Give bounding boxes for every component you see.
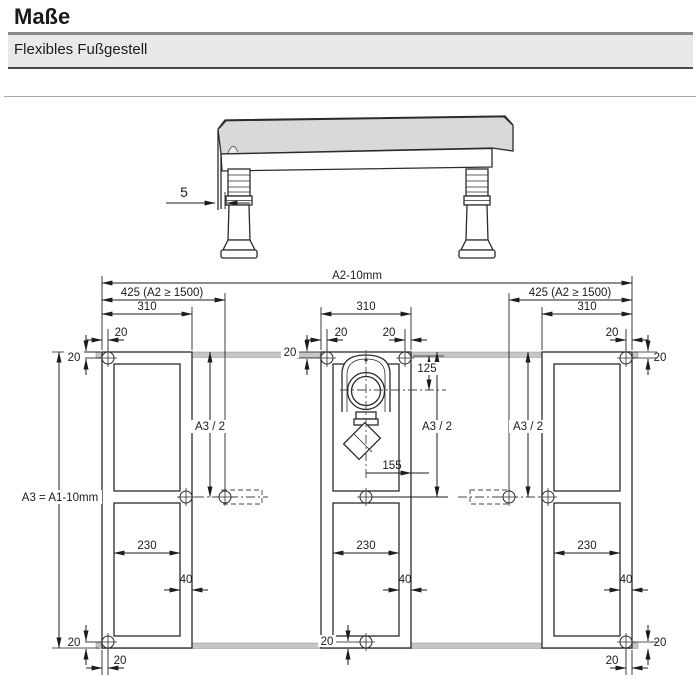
extension-lines [52, 276, 657, 675]
mounting-hole [396, 349, 414, 367]
plan-view-drawing: A2-10mm 425 (A2 ≥ 1500) 425 (A2 ≥ 1500) … [18, 270, 666, 675]
mounting-hole [177, 488, 195, 506]
page-title: Maße [14, 4, 71, 29]
dim-edge-offset-label: 20 [654, 637, 667, 649]
mounting-hole [357, 488, 375, 506]
mounting-hole [318, 349, 336, 367]
alt-position-box-right [469, 489, 511, 505]
dim-frame-width-middle-label: 310 [356, 301, 375, 313]
mounting-hole [539, 488, 557, 506]
section-divider [8, 67, 693, 69]
mounting-hole [357, 633, 375, 651]
dim-foot-offset-right-label: 425 (A2 ≥ 1500) [529, 287, 612, 299]
mounting-hole [617, 633, 635, 651]
dim-half-depth-label: A3 / 2 [195, 421, 225, 433]
dim-edge-offset-label: 20 [68, 637, 81, 649]
foot-frame-left [101, 351, 193, 649]
dimension-labels: A2-10mm 425 (A2 ≥ 1500) 425 (A2 ≥ 1500) … [18, 270, 666, 667]
dim-overall-depth-label: A3 = A1-10mm [22, 492, 98, 504]
mounting-hole [500, 488, 518, 506]
mounting-hole [99, 349, 117, 367]
mounting-hole [617, 349, 635, 367]
adjustable-foot-left [220, 168, 258, 259]
dim-window-width-label: 230 [356, 540, 375, 552]
dim-profile-width-label: 40 [399, 574, 412, 586]
section-subtitle: Flexibles Fußgestell [14, 41, 148, 58]
mounting-holes [99, 349, 635, 651]
content-divider [4, 96, 696, 97]
dim-foot-offset-left-label: 425 (A2 ≥ 1500) [121, 287, 204, 299]
dim-edge-offset-label: 20 [321, 636, 334, 648]
dim-drain-edge-label: 155 [382, 460, 401, 472]
dim-half-depth-label: A3 / 2 [422, 421, 452, 433]
mounting-hole [99, 633, 117, 651]
dim-edge-offset-label: 20 [606, 327, 619, 339]
dim-drain-top-label: 125 [417, 363, 436, 375]
dim-edge-offset-label: 20 [68, 352, 81, 364]
dim-tray-overhang: 5 [166, 184, 250, 209]
dim-half-depth-label: A3 / 2 [513, 421, 543, 433]
dim-window-width-label: 230 [577, 540, 596, 552]
side-view-drawing: 5 [166, 115, 514, 259]
dim-edge-offset-label: 20 [115, 327, 128, 339]
dim-overall-width-label: A2-10mm [332, 270, 382, 282]
dim-edge-offset-label: 20 [606, 655, 619, 667]
title-divider [8, 32, 693, 35]
dim-edge-offset-label: 20 [284, 347, 297, 359]
dim-edge-offset-label: 20 [654, 352, 667, 364]
dim-edge-offset-label: 20 [383, 327, 396, 339]
dim-edge-offset-label: 20 [335, 327, 348, 339]
dim-window-width-label: 230 [137, 540, 156, 552]
adjustable-foot-right [458, 168, 496, 259]
dim-profile-width-label: 40 [620, 574, 633, 586]
dim-frame-width-right-label: 310 [577, 301, 596, 313]
tray-detail-notch [227, 145, 239, 154]
section-band: Flexibles Fußgestell [8, 35, 693, 67]
dim-tray-overhang-label: 5 [180, 184, 188, 200]
shower-tray [217, 115, 514, 210]
dim-frame-width-left-label: 310 [137, 301, 156, 313]
dim-edge-offset-label: 20 [114, 655, 127, 667]
dim-profile-width-label: 40 [180, 574, 193, 586]
mounting-hole [216, 488, 234, 506]
foot-frame-right [541, 351, 633, 649]
